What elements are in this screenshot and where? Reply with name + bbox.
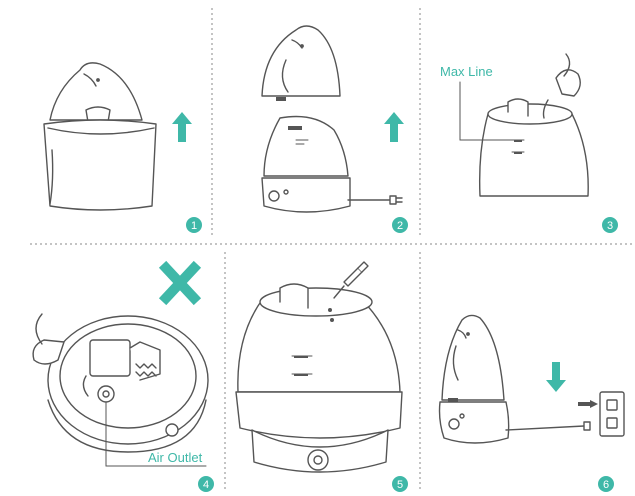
cross-icon (166, 268, 194, 298)
panel-5 (236, 262, 402, 472)
step-number-2: 2 (397, 220, 403, 232)
step-badge-2: 2 (392, 217, 408, 233)
arrow-up-icon (172, 112, 192, 142)
arrow-down-icon (546, 362, 566, 392)
step-number-5: 5 (397, 479, 403, 491)
step-badge-4: 4 (198, 476, 214, 492)
arrow-right-icon (578, 400, 598, 408)
step-number-3: 3 (607, 220, 613, 232)
step-badge-3: 3 (602, 217, 618, 233)
panel-6 (440, 315, 625, 443)
panel-1 (44, 63, 156, 210)
step-number-4: 4 (203, 479, 209, 491)
step-badge-5: 5 (392, 476, 408, 492)
panel-2 (262, 26, 402, 212)
arrow-up-icon (384, 112, 404, 142)
step-badge-6: 6 (598, 476, 614, 492)
step-number-1: 1 (191, 220, 197, 232)
panel-4 (33, 314, 208, 466)
step-badge-1: 1 (186, 217, 202, 233)
max-line-label: Max Line (440, 64, 493, 79)
air-outlet-label: Air Outlet (148, 450, 203, 465)
step-number-6: 6 (603, 479, 609, 491)
